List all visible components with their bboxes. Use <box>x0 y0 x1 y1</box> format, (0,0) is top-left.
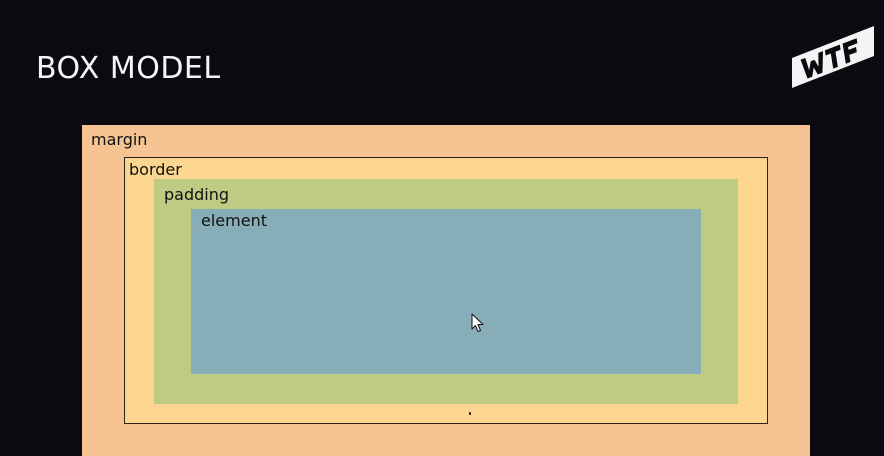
mouse-pointer-icon <box>471 313 485 333</box>
stray-mark <box>469 412 471 415</box>
border-label: border <box>129 160 182 179</box>
wtf-logo-icon <box>788 22 878 90</box>
element-label: element <box>201 211 267 230</box>
margin-label: margin <box>91 130 148 149</box>
element-box <box>191 209 701 374</box>
slide-title: BOX MODEL <box>36 51 221 86</box>
padding-label: padding <box>164 185 230 204</box>
